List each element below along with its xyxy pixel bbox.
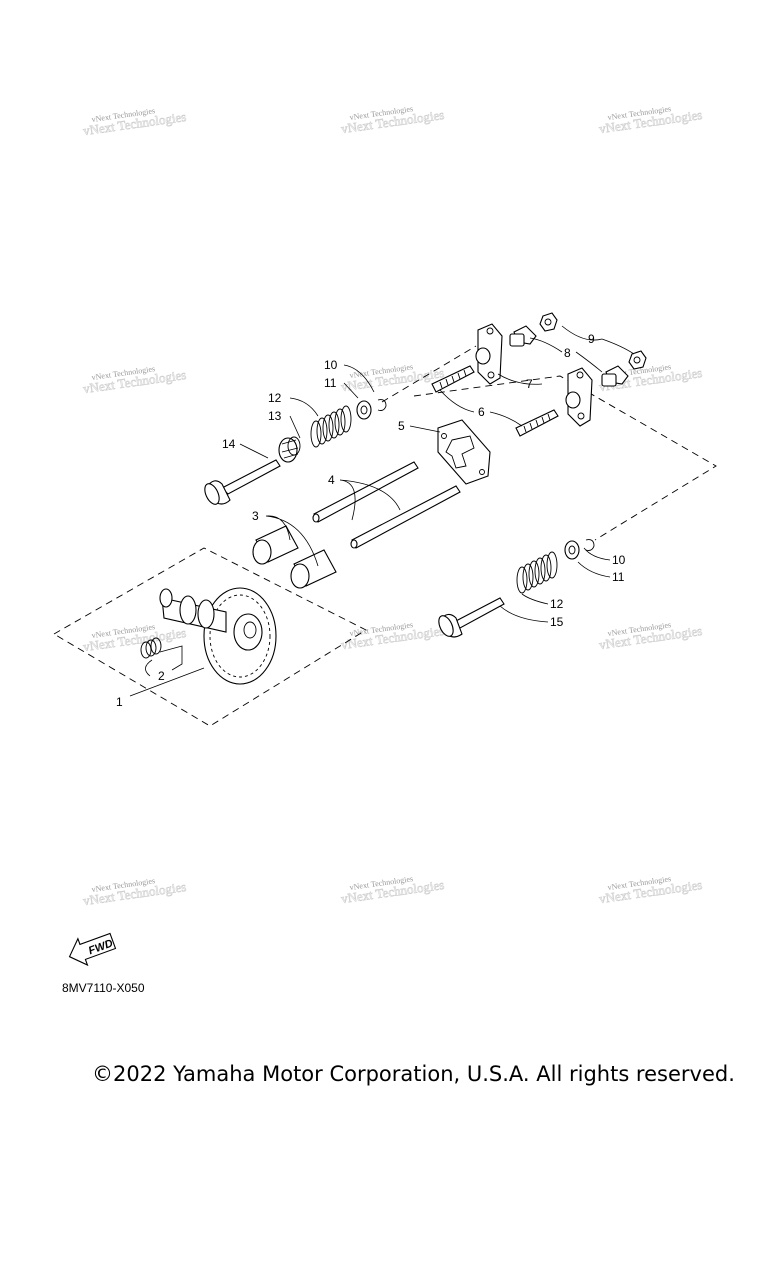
callout-4: 4 xyxy=(328,473,335,487)
callout-9: 9 xyxy=(588,332,595,346)
spring-retainer-lower xyxy=(564,540,580,560)
callout-14: 14 xyxy=(222,437,236,451)
locknut-upper xyxy=(539,312,558,332)
callout-13: 13 xyxy=(268,409,282,423)
callout-7: 7 xyxy=(526,377,533,391)
reference-lines xyxy=(381,345,717,541)
rocker-stud-lower xyxy=(515,409,559,437)
adjusting-screw-upper xyxy=(509,325,537,347)
callout-8: 8 xyxy=(564,346,571,360)
callout-10-lower: 10 xyxy=(612,553,626,567)
callout-11-lower: 11 xyxy=(612,570,625,584)
callout-labels: 1 2 3 4 5 6 7 8 9 10 11 12 13 14 10 11 1… xyxy=(116,332,626,709)
valve-cotter-upper xyxy=(377,399,387,411)
camshaft-gear xyxy=(203,587,277,685)
callout-10: 10 xyxy=(324,358,338,372)
push-rod-upper xyxy=(312,461,419,523)
valve-intake xyxy=(204,459,281,505)
leader-lines xyxy=(129,325,635,697)
callout-12-lower: 12 xyxy=(550,597,564,611)
rocker-stud-upper xyxy=(431,365,475,393)
callout-5: 5 xyxy=(398,419,405,433)
camshaft xyxy=(159,588,227,633)
rocker-arm-right xyxy=(565,367,593,427)
callout-12: 12 xyxy=(268,391,282,405)
camshaft-box xyxy=(53,547,367,727)
callout-2: 2 xyxy=(158,669,165,683)
diagram-code: 8MV7110-X050 xyxy=(62,981,145,995)
valve-lifter-upper xyxy=(252,525,299,565)
decompression-spring xyxy=(140,637,183,671)
locknut-lower xyxy=(628,350,647,370)
callout-3: 3 xyxy=(252,509,259,523)
spring-retainer-upper xyxy=(356,400,372,420)
push-rod-lower xyxy=(350,485,461,549)
copyright-notice: ©2022 Yamaha Motor Corporation, U.S.A. A… xyxy=(92,1062,735,1086)
valve-exhaust xyxy=(438,597,505,638)
rocker-arm-left xyxy=(475,323,503,385)
valve-lifter-lower xyxy=(290,549,337,589)
callout-11: 11 xyxy=(324,376,337,390)
callout-15: 15 xyxy=(550,615,564,629)
valve-cotter-lower xyxy=(585,539,595,551)
fwd-arrow-icon: FWD xyxy=(68,932,117,967)
valve-seal xyxy=(278,436,301,463)
callout-1: 1 xyxy=(116,695,123,709)
valve-spring-lower xyxy=(516,551,558,594)
adjusting-screw-lower xyxy=(601,365,629,387)
watermarks: vNext Technologies vNext Technologies vN… xyxy=(82,104,704,908)
valve-spring-upper xyxy=(310,405,352,448)
callout-6: 6 xyxy=(478,405,485,419)
guide-plate xyxy=(437,419,491,485)
